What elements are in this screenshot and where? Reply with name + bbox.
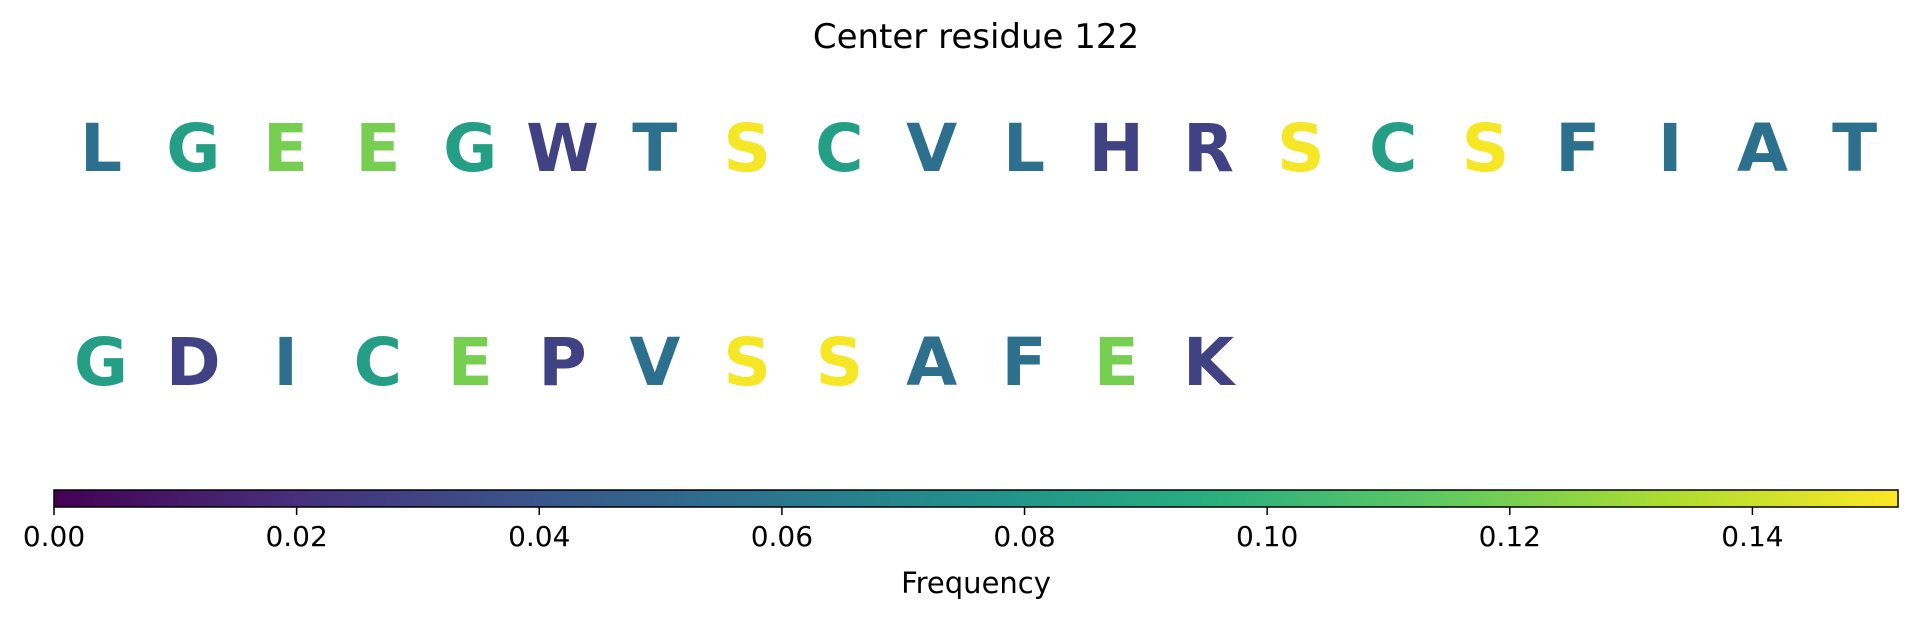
chart-title: Center residue 122 xyxy=(813,17,1139,57)
residue-letter: G xyxy=(74,324,128,401)
residue-letter: C xyxy=(1369,110,1417,187)
residue-letter: T xyxy=(632,110,677,187)
residue-letter: G xyxy=(166,110,220,187)
residue-letter: A xyxy=(906,324,957,401)
residue-letter: A xyxy=(1737,110,1788,187)
residue-letter: S xyxy=(1462,110,1510,187)
colorbar-tick-label: 0.14 xyxy=(1721,520,1783,553)
colorbar-tick-label: 0.04 xyxy=(508,520,570,553)
colorbar-tick-label: 0.06 xyxy=(751,520,813,553)
residue-letter: E xyxy=(448,324,493,401)
residue-letter: V xyxy=(906,110,957,187)
residue-letter: F xyxy=(1001,324,1046,401)
residue-letter: W xyxy=(526,110,599,187)
colorbar-tick-label: 0.12 xyxy=(1479,520,1541,553)
colorbar-tick-label: 0.10 xyxy=(1236,520,1298,553)
colorbar-label: Frequency xyxy=(901,566,1051,600)
residue-letter: I xyxy=(1658,110,1683,187)
residue-letter: S xyxy=(723,110,771,187)
residue-letter: H xyxy=(1089,110,1144,187)
residue-letter: S xyxy=(723,324,771,401)
colorbar-ticks: 0.00 0.02 0.04 0.06 0.08 0.10 0.12 0.14 xyxy=(23,507,1784,553)
residue-letter: I xyxy=(273,324,298,401)
residue-letter: F xyxy=(1555,110,1600,187)
residue-letter: V xyxy=(629,324,680,401)
colorbar-tick-label: 0.00 xyxy=(23,520,85,553)
residue-letter: D xyxy=(166,324,221,401)
residue-letter: G xyxy=(443,110,497,187)
residue-letter: S xyxy=(816,324,864,401)
residue-letter: L xyxy=(80,110,122,187)
residue-letter: C xyxy=(354,324,402,401)
residue-letter: E xyxy=(263,110,308,187)
residue-letter: E xyxy=(1094,324,1139,401)
residue-letter: P xyxy=(538,324,586,401)
residue-letter: E xyxy=(355,110,400,187)
residue-letter: C xyxy=(815,110,863,187)
residue-letter: R xyxy=(1183,110,1234,187)
colorbar xyxy=(53,489,1899,508)
residue-letter: K xyxy=(1183,324,1237,401)
residue-letter: L xyxy=(1003,110,1045,187)
residue-letter: T xyxy=(1832,110,1877,187)
residue-letter: S xyxy=(1277,110,1325,187)
colorbar-tick-label: 0.02 xyxy=(265,520,327,553)
colorbar-tick-label: 0.08 xyxy=(993,520,1055,553)
